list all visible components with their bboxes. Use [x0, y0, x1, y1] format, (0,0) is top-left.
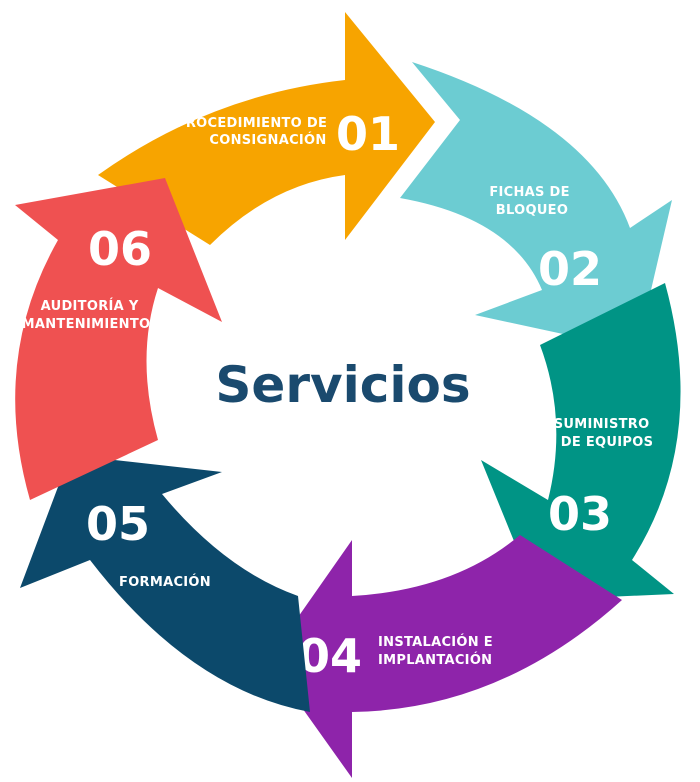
- segment-06-number: 06: [88, 222, 152, 276]
- segment-05-arrow: [20, 455, 310, 712]
- segment-01-number: 01: [336, 107, 400, 161]
- segment-06: AUDITORÍA Y MANTENIMIENTO 06: [15, 178, 222, 500]
- segment-02-arrow: [400, 62, 672, 350]
- segment-05-number: 05: [86, 497, 150, 551]
- segment-04-label: INSTALACIÓN E IMPLANTACIÓN: [378, 634, 498, 668]
- segment-06-label-line-2: MANTENIMIENTO: [22, 317, 151, 332]
- segment-01-arrow: [98, 12, 435, 245]
- segment-01-label-line-1: PROCEDIMIENTO DE: [176, 116, 327, 131]
- center-title: Servicios: [215, 356, 470, 414]
- segment-03-number: 03: [548, 487, 612, 541]
- segment-02: FICHAS DE BLOQUEO 02: [400, 62, 672, 350]
- segment-06-label: AUDITORÍA Y MANTENIMIENTO: [22, 298, 151, 332]
- segment-03-arrow: [481, 283, 681, 600]
- segment-05-label: FORMACIÓN: [119, 574, 211, 590]
- segment-05: FORMACIÓN 05: [20, 455, 310, 712]
- segment-02-label: FICHAS DE BLOQUEO: [489, 185, 574, 218]
- segment-04-label-line-2: IMPLANTACIÓN: [378, 652, 492, 668]
- segment-01-label: PROCEDIMIENTO DE CONSIGNACIÓN: [176, 116, 332, 148]
- segment-02-label-line-1: FICHAS DE: [489, 185, 569, 200]
- segment-04-number: 04: [298, 629, 362, 683]
- segment-01: PROCEDIMIENTO DE CONSIGNACIÓN 01: [98, 12, 435, 245]
- segment-04-arrow: [268, 535, 622, 778]
- segment-04-label-line-1: INSTALACIÓN E: [378, 634, 493, 650]
- segment-02-label-line-2: BLOQUEO: [496, 203, 568, 218]
- segment-03-label-line-2: DE EQUIPOS: [561, 435, 653, 450]
- segment-04: INSTALACIÓN E IMPLANTACIÓN 04: [268, 535, 622, 778]
- segment-06-label-line-1: AUDITORÍA Y: [41, 298, 139, 314]
- segment-06-arrow: [15, 178, 222, 500]
- segment-03-label: SUMINISTRO DE EQUIPOS: [554, 417, 655, 450]
- segment-03-label-line-1: SUMINISTRO: [554, 417, 650, 432]
- segment-01-label-line-2: CONSIGNACIÓN: [209, 132, 326, 148]
- segment-02-number: 02: [538, 242, 602, 296]
- segment-03: SUMINISTRO DE EQUIPOS 03: [481, 283, 681, 600]
